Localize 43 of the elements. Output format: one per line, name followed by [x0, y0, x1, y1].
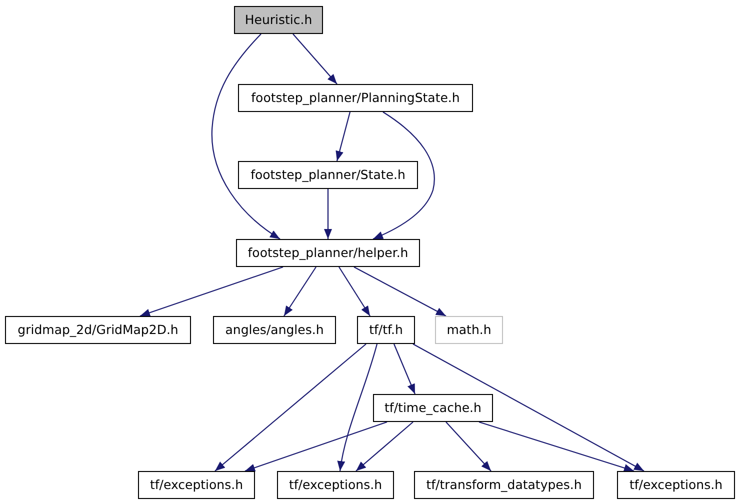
file-name: tf/exceptions.h	[629, 478, 722, 492]
file-name: Heuristic.h	[244, 14, 312, 26]
file-name: angles/angles.h	[225, 324, 324, 336]
arrow	[354, 266, 446, 316]
arrow	[324, 189, 332, 239]
arrow	[478, 421, 634, 472]
arrow	[356, 422, 414, 472]
arrow	[338, 266, 370, 316]
arrow	[211, 34, 280, 240]
file-box	[414, 471, 594, 499]
file-box	[277, 471, 394, 499]
arrow	[244, 421, 388, 472]
file-box	[238, 84, 473, 112]
arrow	[446, 422, 492, 472]
file-box	[5, 316, 191, 344]
file-name: tf/exceptions.h	[150, 478, 243, 492]
file-box	[435, 316, 503, 344]
arrow	[394, 344, 416, 394]
file-box	[236, 239, 420, 267]
file-name: footstep_planner/PlanningState.h	[251, 92, 460, 104]
arrow	[338, 344, 378, 472]
file-box	[213, 316, 336, 344]
file-box	[357, 316, 415, 344]
arrow	[412, 344, 644, 472]
file-box	[373, 394, 493, 422]
file-name: footstep_planner/helper.h	[248, 246, 408, 260]
file-box	[238, 161, 418, 189]
arrow	[284, 266, 316, 316]
file-name: tf/tf.h	[369, 324, 403, 336]
arrow	[140, 266, 284, 317]
file-name: footstep_planner/State.h	[250, 168, 406, 182]
file-name: gridmap_2d/GridMap2D.h	[18, 324, 178, 336]
file-name: math.h	[446, 324, 492, 336]
file-box	[617, 471, 735, 499]
file-name: tf/time_cache.h	[384, 402, 482, 414]
arrow	[372, 112, 435, 240]
arrow	[336, 112, 351, 162]
file-box	[234, 6, 323, 34]
arrow	[214, 344, 366, 472]
file-box	[138, 471, 255, 499]
arrow	[292, 34, 338, 84]
file-name: tf/transform_datatypes.h	[426, 478, 582, 492]
file-name: tf/exceptions.h	[288, 478, 382, 492]
